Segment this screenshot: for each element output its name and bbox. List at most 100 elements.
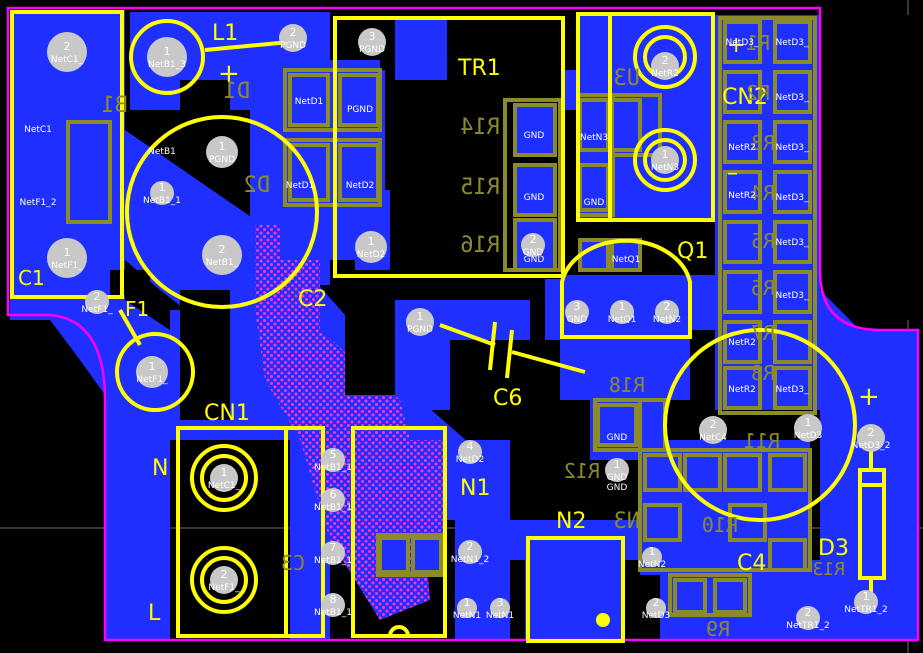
smd-label: GND	[524, 255, 545, 265]
label-minus: –	[727, 161, 738, 186]
pad-number: 1	[662, 148, 669, 161]
pad-ring	[642, 547, 662, 567]
smd-net-labels: NetD1 PGND NetD1 NetD2 GND GND GND GND G…	[20, 38, 809, 493]
label-r13: R13	[812, 559, 845, 580]
board-outline	[6, 6, 920, 642]
label-d3: D3	[818, 536, 849, 561]
pad-number: 2	[664, 300, 671, 313]
smd-label: PGND	[347, 105, 373, 115]
pad-ring	[458, 440, 482, 464]
pad-net-label: NetC4	[699, 433, 727, 443]
pad-ring	[565, 300, 589, 324]
smd-label: NetR2	[728, 338, 756, 348]
pad-ring	[210, 464, 238, 492]
pad-ring	[147, 37, 187, 77]
pad-number: 1	[159, 181, 166, 194]
label-r1: R1	[746, 31, 770, 55]
pad-net-label: NetC1_	[208, 481, 241, 491]
pad-ring	[699, 416, 727, 444]
pad-number: 1	[464, 596, 471, 609]
label-r11: R11	[744, 429, 780, 453]
pad-ring	[47, 32, 87, 72]
label-b1: B1	[102, 93, 129, 118]
pad-net-label: NetQ1	[608, 315, 637, 325]
pad-number: 2	[64, 40, 71, 53]
pad-ring	[610, 300, 634, 324]
pad-net-label: PGND	[407, 325, 433, 335]
label-l1: L1	[212, 21, 238, 46]
pad-net-label: NetB1_1	[314, 503, 352, 513]
label-c2: C2	[298, 287, 327, 312]
smd-label: GND	[524, 193, 545, 203]
pad-net-label: NetR2	[651, 69, 679, 79]
pad-ring	[457, 598, 477, 618]
pad-ring	[150, 181, 174, 205]
pad-net-label: NetD2	[357, 250, 385, 260]
pad-ring	[321, 488, 345, 512]
pad-ring	[794, 414, 822, 442]
pad-ring	[279, 24, 307, 52]
pad-number: 1	[417, 310, 424, 323]
pad-net-label: NetF1_	[51, 261, 83, 271]
label-cn1: CN1	[204, 401, 250, 426]
pad-ring	[321, 541, 345, 565]
pad-number: 1	[164, 45, 171, 58]
top-silk-labels: L1 + C2 C1 F1 TR1 CN2 + – Q1 C6 CN1 N L …	[18, 21, 880, 626]
label-r14: R14	[460, 115, 500, 140]
pad-number: 1	[64, 246, 71, 259]
label-plus1: +	[218, 59, 240, 89]
label-r2: R2	[746, 81, 770, 105]
pad-number: 1	[805, 416, 812, 429]
smd-label: NetF1_2	[20, 198, 57, 208]
pad-ring	[646, 598, 666, 618]
pad-number: 2	[221, 568, 228, 581]
n2-pin1-marker	[596, 613, 610, 627]
pad-number: 2	[219, 243, 226, 256]
pad-number: 7	[330, 541, 337, 554]
pad-ring	[47, 238, 87, 278]
label-c3: C3	[281, 551, 305, 575]
pad-net-label: NetB1_1	[314, 556, 352, 566]
pad-ring	[854, 590, 878, 614]
pad-ring	[521, 233, 545, 257]
pad-ring	[202, 235, 242, 275]
pad-number: 2	[467, 540, 474, 553]
